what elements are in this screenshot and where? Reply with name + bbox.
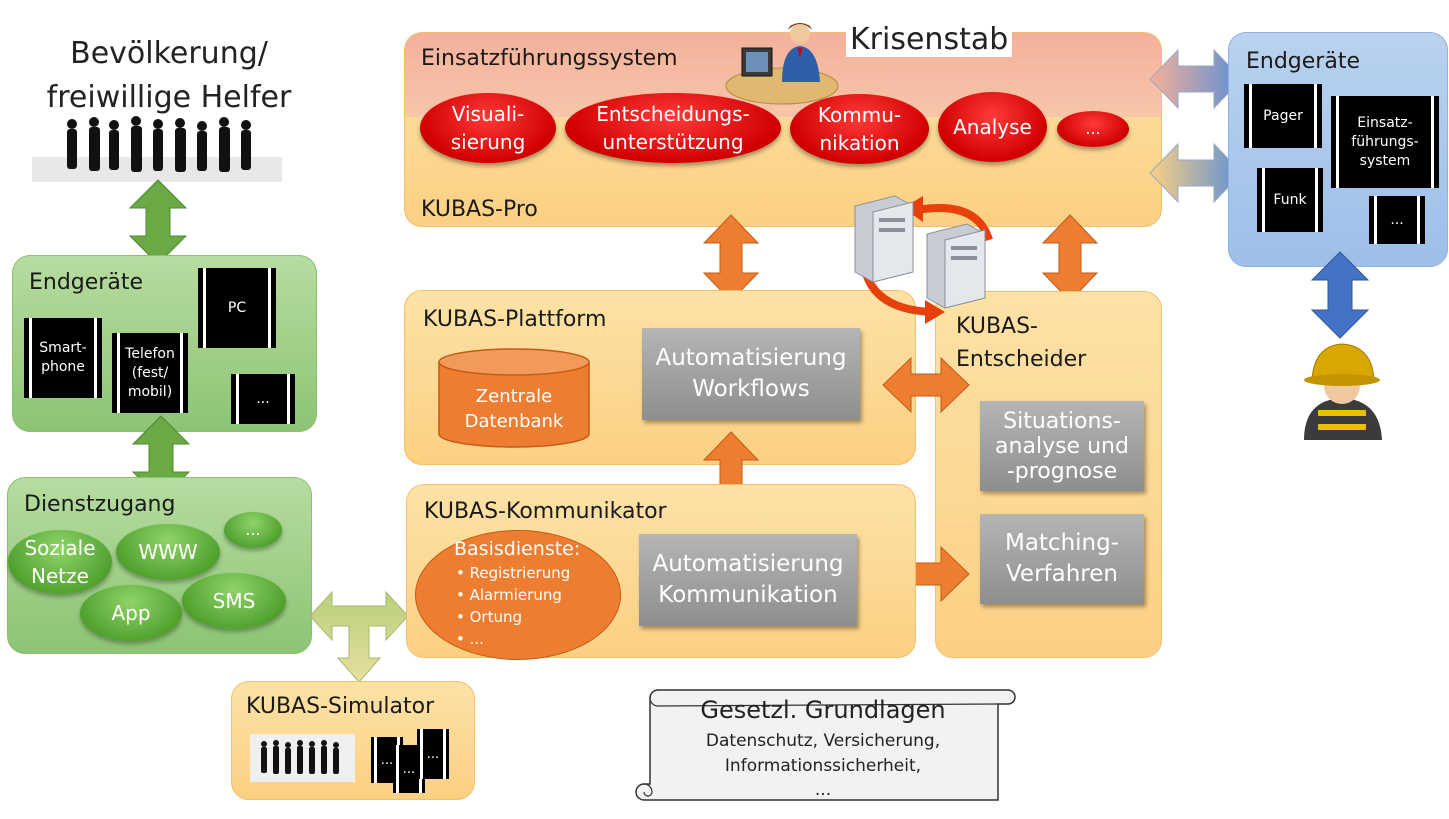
gesetz-title: Gesetzl. Grundlagen (700, 696, 946, 724)
dienstzugang-title: Dienstzugang (24, 492, 176, 517)
entscheider-title: KUBAS- Entscheider (956, 314, 1087, 372)
operator-at-desk-icon (725, 23, 839, 105)
scroll-shape (635, 689, 1016, 801)
sim-device-3: ... (417, 729, 449, 779)
population-title-line2: freiwillige Helfer (46, 80, 292, 115)
module-more: ... (1057, 111, 1129, 147)
arrow-endgeraete-firefighter (1310, 251, 1370, 339)
module-kommunikation: Kommu- nikation (790, 94, 929, 164)
device-smartphone: Smart- phone (24, 318, 102, 398)
channel-more: ... (224, 512, 282, 548)
device-telefon: Telefon (fest/ mobil) (112, 333, 188, 413)
endgeraete-left-title: Endgeräte (29, 270, 143, 295)
arrow-pro-plattform (702, 214, 760, 302)
channel-www: WWW (116, 524, 220, 580)
device-more-right: ... (1369, 196, 1425, 244)
kommunikator-title: KUBAS-Kommunikator (424, 499, 667, 524)
database-cylinder (438, 348, 590, 448)
crowd-silhouette-icon (32, 116, 282, 182)
device-more-left: ... (231, 374, 295, 424)
kubas-pro-title: KUBAS-Pro (421, 197, 538, 222)
module-visualisierung: Visuali- sierung (420, 93, 556, 163)
population-title-line1: Bevölkerung/ (70, 36, 268, 71)
automatisierung-kommunikation: Automatisierung Kommunikation (639, 534, 857, 626)
population-title: Bevölkerung/ freiwillige Helfer (38, 32, 300, 120)
gesetz-line3: ... (814, 780, 832, 800)
basisdienste-title: Basisdienste: (454, 538, 581, 560)
gesetz-line1: Datenschutz, Versicherung, (705, 731, 941, 751)
arrow-pro-entscheider (1041, 214, 1099, 302)
einsatzfuehrung-title: Einsatzführungssystem (421, 46, 678, 71)
device-pager: Pager (1244, 84, 1322, 148)
basisdienste-item-ortung: • Ortung (456, 608, 523, 626)
basisdienste-ellipse (415, 530, 621, 660)
basisdienste-item-more: • ... (456, 630, 484, 648)
device-einsatzfuehrungssystem: Einsatz- führungs- system (1331, 96, 1439, 188)
basisdienste-item-registrierung: • Registrierung (456, 564, 571, 582)
simulator-title: KUBAS-Simulator (246, 694, 435, 719)
krisenstab-label: Krisenstab (846, 22, 1013, 57)
crowd-silhouette-icon-small (250, 734, 355, 782)
firefighter-icon (1304, 343, 1382, 440)
module-entscheidungsunterstuetzung: Entscheidungs- unterstützung (565, 93, 781, 163)
situationsanalyse: Situations- analyse und -prognose (980, 401, 1144, 491)
matching-verfahren: Matching- Verfahren (980, 514, 1144, 604)
arrow-population-endgeraete (128, 179, 188, 265)
database-label: Zentrale Datenbank (464, 386, 564, 432)
channel-soziale-netze: Soziale Netze (8, 530, 112, 594)
arrow-workflows-entscheider (882, 356, 970, 414)
channel-sms: SMS (182, 573, 286, 629)
basisdienste-item-alarmierung: • Alarmierung (456, 586, 562, 604)
server-icon (854, 195, 993, 324)
endgeraete-right-title: Endgeräte (1246, 49, 1360, 74)
device-funk: Funk (1257, 168, 1323, 232)
device-pc: PC (198, 268, 276, 348)
module-analyse: Analyse (938, 92, 1047, 162)
arrow-dienstzugang-kommunikator-simulator (309, 590, 409, 683)
channel-app: App (80, 585, 182, 641)
gesetz-line2: Informationssicherheit, (724, 756, 922, 776)
automatisierung-workflows: Automatisierung Workflows (642, 328, 860, 420)
plattform-title: KUBAS-Plattform (423, 307, 607, 332)
